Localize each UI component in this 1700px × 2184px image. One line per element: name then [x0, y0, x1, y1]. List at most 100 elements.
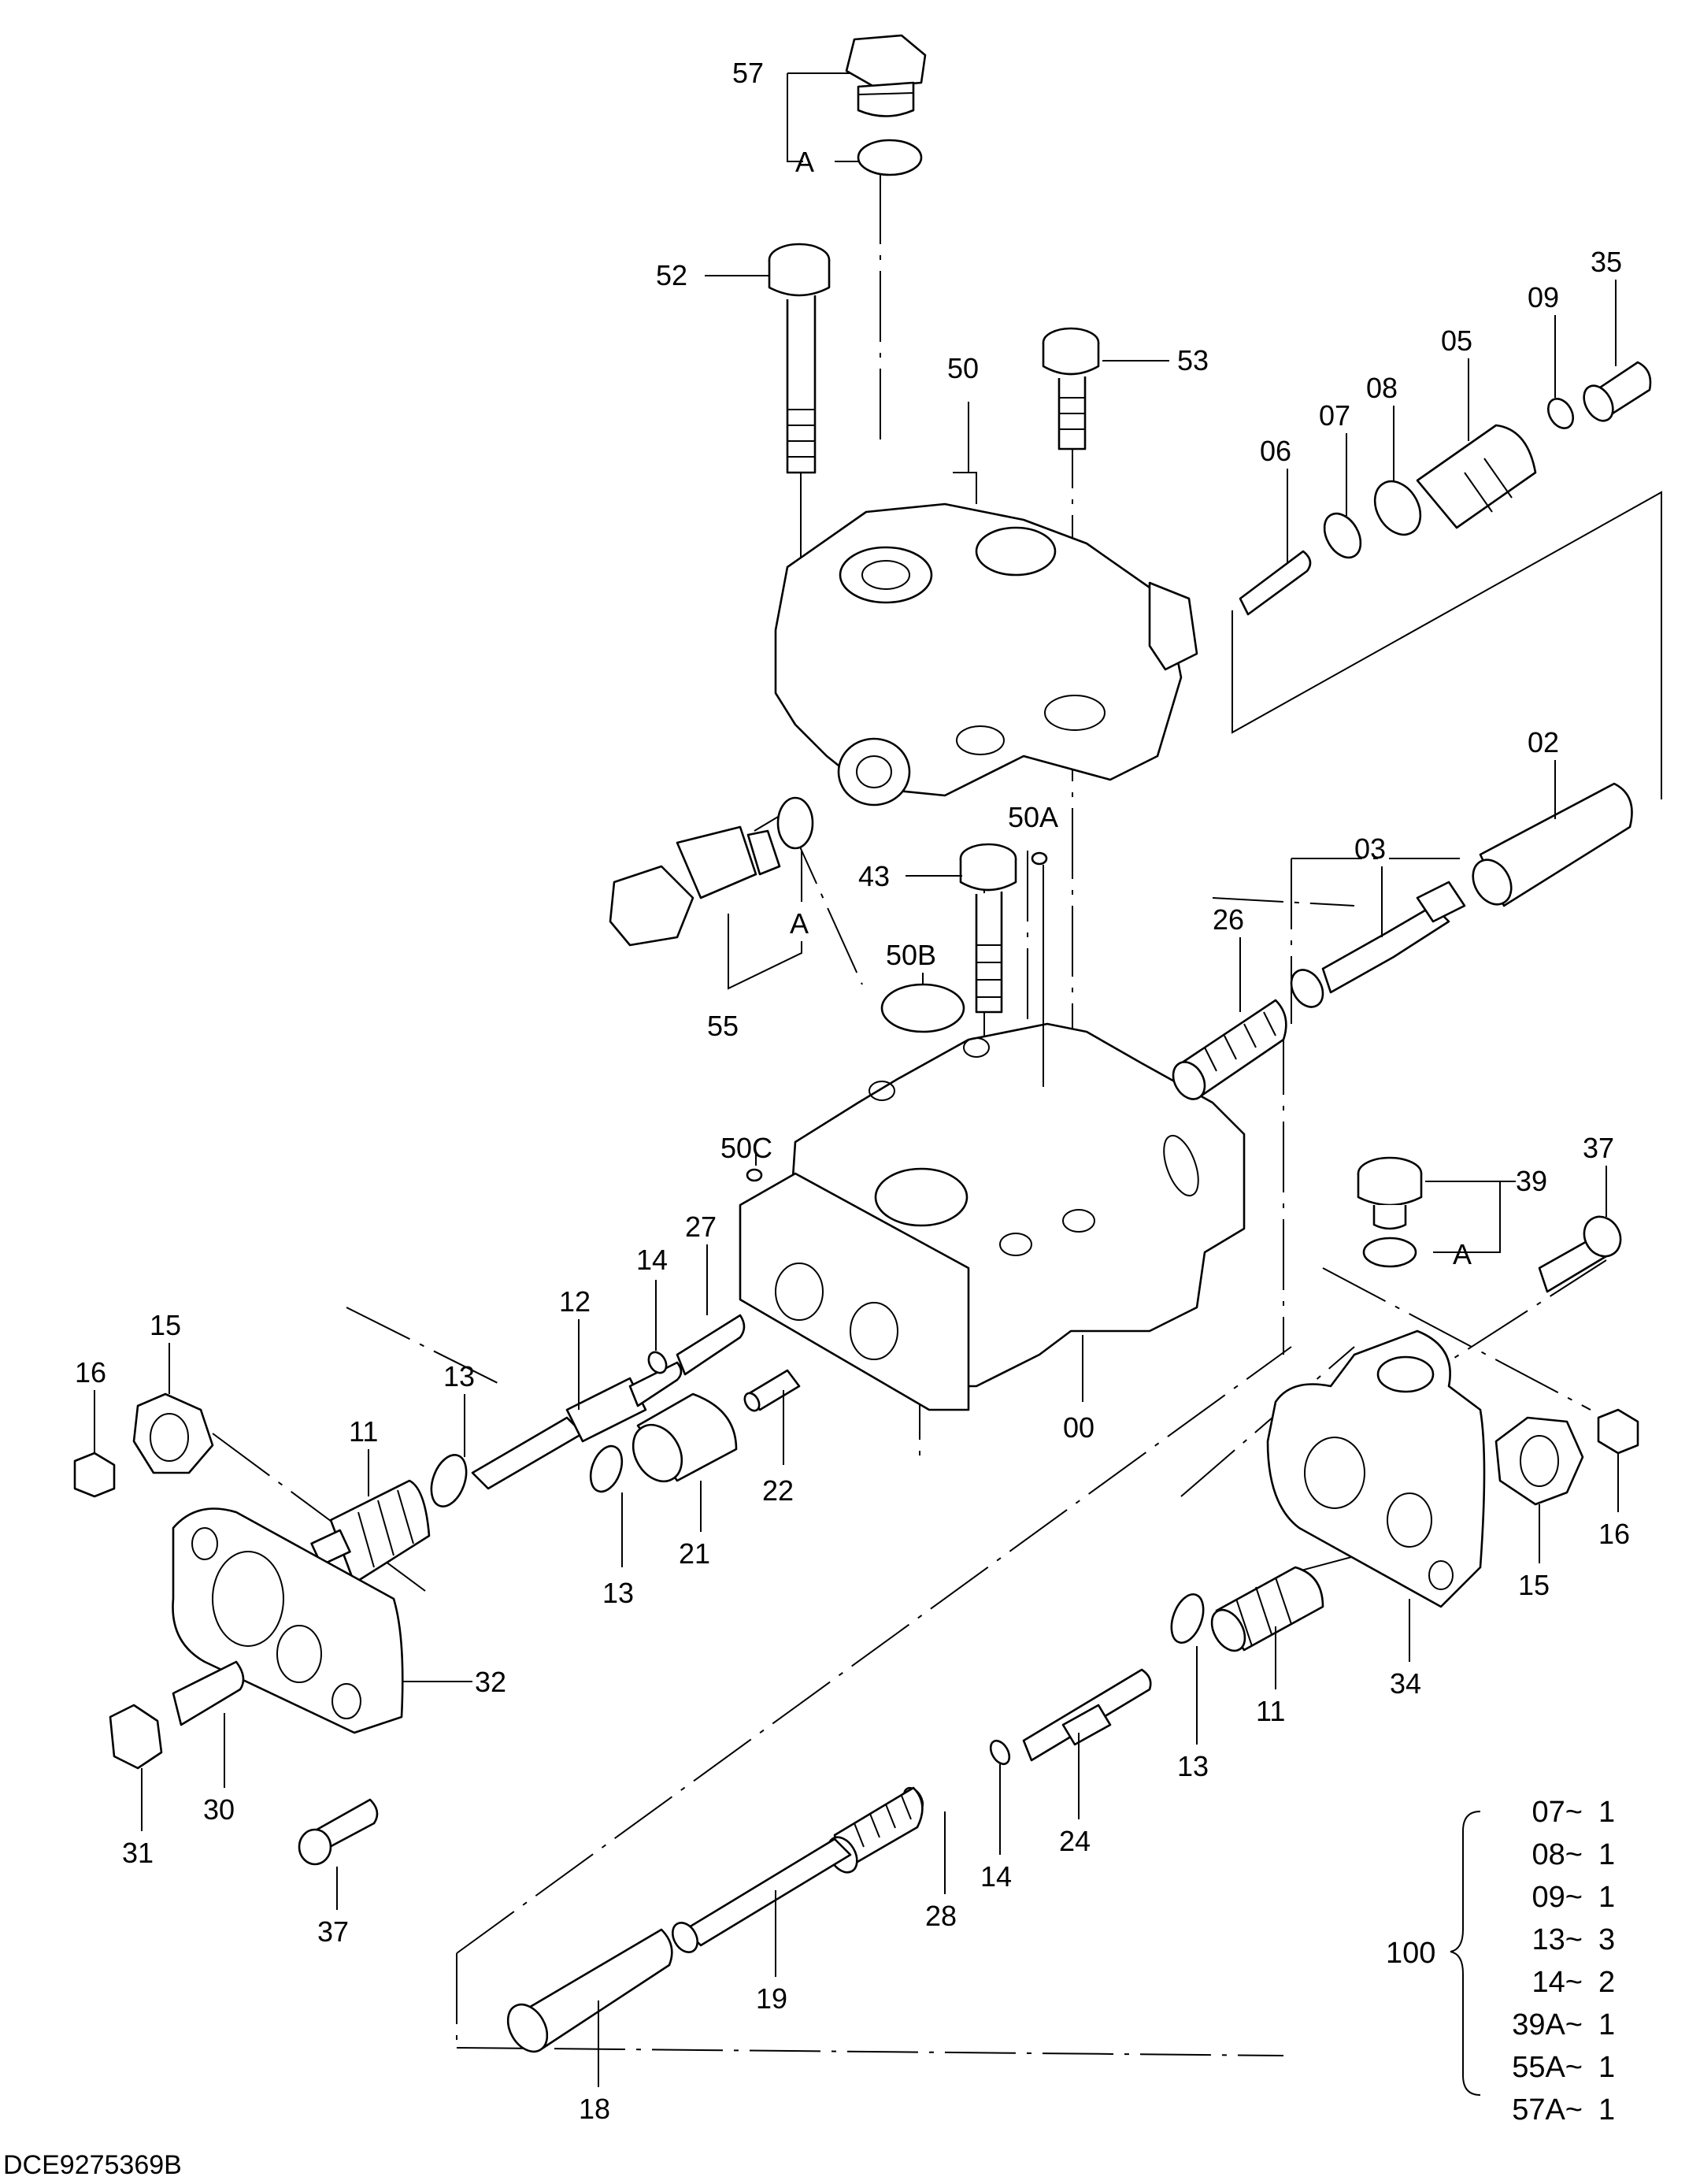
adjust-screw-11-right-drawing: [1210, 1566, 1324, 1652]
callout-07: 07: [1319, 399, 1350, 432]
kit-row: 14~ 2: [1532, 1966, 1616, 1999]
callout-32: 32: [475, 1666, 506, 1698]
callout-57: 57: [732, 57, 764, 89]
callout-02: 02: [1528, 726, 1559, 758]
svg-text:39A~: 39A~: [1512, 2008, 1583, 2041]
callout-08: 08: [1366, 372, 1398, 404]
svg-text:1: 1: [1598, 2051, 1615, 2084]
callout-50a: 50A: [1008, 801, 1058, 833]
callout-11-right: 11: [1256, 1695, 1285, 1727]
callout-37-lower: 37: [317, 1915, 349, 1948]
leader-lines: [94, 72, 1662, 2087]
callout-16-left: 16: [75, 1356, 106, 1389]
svg-text:3: 3: [1598, 1923, 1615, 1956]
callout-19: 19: [756, 1982, 787, 2015]
svg-text:1: 1: [1598, 2093, 1615, 2127]
callout-21: 21: [679, 1537, 710, 1570]
svg-text:57A~: 57A~: [1512, 2093, 1583, 2127]
cover-plate-32-drawing: [172, 1507, 404, 1734]
callout-39: 39: [1516, 1165, 1547, 1197]
plug-57-drawing: [845, 34, 927, 176]
kit-row: 08~ 1: [1532, 1838, 1616, 1871]
callout-24: 24: [1059, 1825, 1091, 1857]
svg-text:08~: 08~: [1532, 1838, 1583, 1871]
o-rings-50abc-drawing: [746, 851, 1048, 1182]
callout-30: 30: [203, 1793, 235, 1826]
piston-21-pin-22-drawing: [631, 1369, 801, 1483]
callout-14-lower: 14: [980, 1860, 1012, 1893]
callout-53: 53: [1177, 344, 1209, 376]
svg-text:14~: 14~: [1532, 1966, 1583, 1999]
kit-row: 09~ 1: [1532, 1881, 1616, 1914]
callout-26: 26: [1213, 903, 1244, 936]
callout-43: 43: [858, 860, 890, 892]
callout-22: 22: [762, 1474, 794, 1507]
callout-a-39: A: [1453, 1238, 1472, 1270]
callout-labels: 57 A 52 53 50 35 09 05 08 07 06 02 03 26…: [75, 57, 1630, 2125]
svg-text:55A~: 55A~: [1512, 2051, 1583, 2084]
sleeve-02-drawing: [1472, 782, 1633, 907]
callout-15-right: 15: [1518, 1569, 1550, 1601]
svg-text:09~: 09~: [1532, 1881, 1583, 1914]
main-body-00-drawing: [739, 1022, 1246, 1411]
poppet-12-spring-27-drawing: [471, 1314, 746, 1490]
callout-15-left: 15: [150, 1309, 181, 1341]
callout-31: 31: [122, 1837, 154, 1869]
adjust-screw-11-left-drawing: [310, 1479, 431, 1585]
callout-03: 03: [1354, 832, 1386, 865]
nuts-15-16-right-drawing: [1494, 1408, 1639, 1506]
plug-39-drawing: [1357, 1156, 1423, 1268]
callout-05: 05: [1441, 324, 1472, 357]
nuts-15-16-left-drawing: [73, 1392, 214, 1498]
svg-text:2: 2: [1598, 1966, 1615, 1999]
callout-09: 09: [1528, 281, 1559, 313]
valve-housing-50-drawing: [774, 472, 1198, 806]
kit-row: 55A~ 1: [1512, 2051, 1615, 2084]
callout-55: 55: [707, 1010, 739, 1042]
set-screw-nut-lower-left-drawing: [109, 1660, 379, 1866]
cap-screw-43-drawing: [959, 843, 1017, 1014]
cover-plate-34-drawing: [1266, 1329, 1486, 1608]
callout-37-right: 37: [1583, 1132, 1614, 1164]
svg-text:1: 1: [1598, 1881, 1615, 1914]
callout-a-55: A: [790, 907, 809, 940]
callout-06: 06: [1260, 435, 1291, 467]
callout-34: 34: [1390, 1667, 1421, 1700]
callout-16-right: 16: [1598, 1518, 1630, 1550]
svg-text:1: 1: [1598, 1838, 1615, 1871]
svg-text:1: 1: [1598, 2008, 1615, 2041]
callout-18: 18: [579, 2093, 610, 2125]
svg-text:13~: 13~: [1532, 1923, 1583, 1956]
callout-00: 00: [1063, 1411, 1094, 1444]
callout-50: 50: [947, 352, 979, 384]
callout-13-left: 13: [443, 1360, 475, 1392]
svg-text:1: 1: [1598, 1796, 1615, 1829]
o-rings-13-drawing: [430, 1444, 1205, 1644]
callout-50b: 50B: [886, 939, 936, 971]
kit-100-list: 100 07~ 1 08~ 1 09~ 1 13~ 3 14~ 2 39A~ 1…: [1386, 1796, 1615, 2127]
callout-13-right: 13: [1177, 1750, 1209, 1782]
callout-13-center: 13: [602, 1577, 634, 1609]
kit-number: 100: [1386, 1937, 1435, 1970]
lower-spool-assembly-drawing: [506, 1668, 1152, 2053]
kit-brace: [1450, 1811, 1481, 2096]
cap-screw-52-drawing: [768, 243, 831, 583]
kit-row: 13~ 3: [1532, 1923, 1616, 1956]
spool-03-drawing: [1290, 881, 1466, 1008]
svg-text:07~: 07~: [1532, 1796, 1583, 1829]
spring-26-drawing: [1172, 999, 1287, 1100]
callout-27: 27: [685, 1211, 717, 1243]
callout-28: 28: [925, 1900, 957, 1932]
cap-screw-53-drawing: [1042, 327, 1100, 451]
drawing-id: DCE9275369B: [3, 2150, 182, 2180]
upper-right-valve-parts-drawing: [1239, 361, 1652, 616]
kit-row: 39A~ 1: [1512, 2008, 1615, 2041]
kit-row: 07~ 1: [1532, 1796, 1616, 1829]
callout-12: 12: [559, 1285, 591, 1318]
callout-35: 35: [1591, 246, 1622, 278]
callout-50c: 50C: [720, 1132, 772, 1164]
kit-row: 57A~ 1: [1512, 2093, 1615, 2127]
callout-14-upper: 14: [636, 1244, 668, 1276]
pressure-sensor-55-drawing: [609, 796, 814, 947]
